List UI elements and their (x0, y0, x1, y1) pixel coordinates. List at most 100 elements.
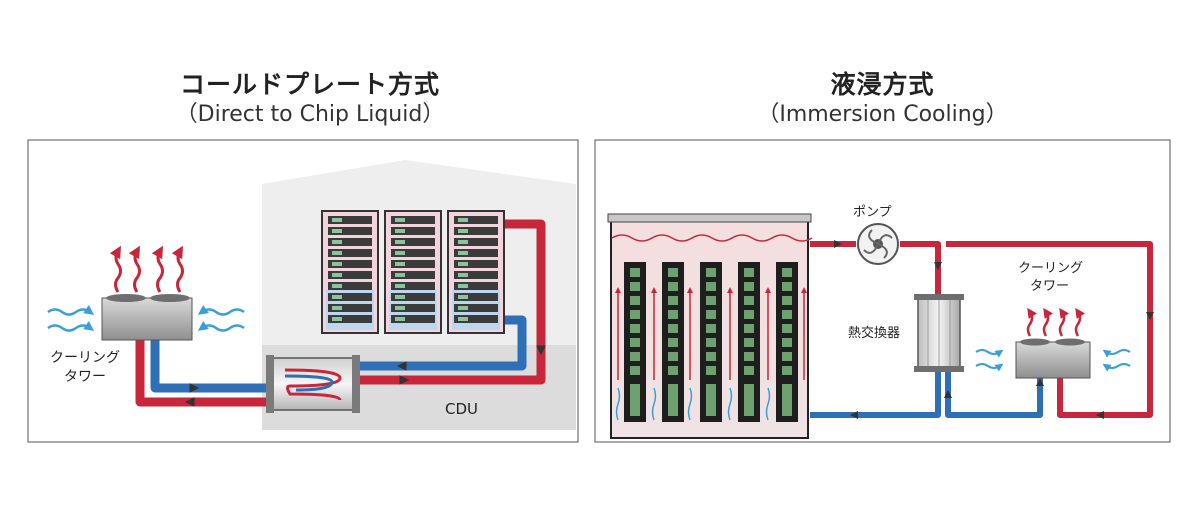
server-unit-led (395, 295, 405, 299)
server-chip (630, 282, 640, 291)
server-chip (668, 384, 678, 416)
server-chip (782, 384, 792, 416)
left-flow-arrows (184, 345, 546, 407)
left-hot-pipe (135, 219, 546, 407)
server-unit (391, 227, 435, 235)
server-unit (454, 249, 498, 257)
server-chip (706, 268, 716, 277)
server-chip (782, 366, 792, 375)
server-chip (744, 338, 754, 347)
left-air-intake-waves (47, 305, 245, 332)
server-chip (706, 384, 716, 416)
cdu-label: CDU (445, 400, 478, 418)
left-cooling-tower-label-line2: タワー (64, 369, 106, 385)
server-unit (328, 216, 372, 224)
server-chip (782, 282, 792, 291)
server-unit (391, 238, 435, 246)
server-chip (630, 296, 640, 305)
heat-exchanger-label: 熱交換器 (848, 325, 900, 341)
server-unit (328, 304, 372, 312)
server-chip (706, 366, 716, 375)
server-unit-led (395, 284, 405, 288)
left-hot-air-arrows (109, 245, 184, 293)
server-unit-led (395, 251, 405, 255)
server-chip (706, 296, 716, 305)
server-unit-led (458, 284, 468, 288)
server-unit (328, 293, 372, 301)
server-unit-led (458, 229, 468, 233)
server-unit (328, 260, 372, 268)
server-chip (630, 324, 640, 333)
right-hot-pipe (810, 241, 1153, 418)
server-unit-led (332, 251, 342, 255)
server-unit (454, 293, 498, 301)
left-panel-title: コールドプレート方式 (179, 70, 440, 99)
server-chip (744, 324, 754, 333)
server-chip (744, 366, 754, 375)
server-chip (668, 268, 678, 277)
cdu-unit (266, 355, 360, 413)
right-flow-arrows (834, 240, 1154, 419)
left-panel-subtitle: （Direct to Chip Liquid） (175, 102, 445, 127)
right-cooling-tower (1015, 338, 1091, 379)
server-unit (454, 282, 498, 290)
server-chip (630, 352, 640, 361)
left-cooling-tower (101, 294, 193, 341)
server-unit-led (458, 262, 468, 266)
server-unit-led (395, 229, 405, 233)
server-unit (328, 271, 372, 279)
server-unit-led (332, 240, 342, 244)
server-unit-led (395, 317, 405, 321)
tank-hot-flow-lines (615, 287, 807, 380)
server-chip (668, 366, 678, 375)
server-unit-led (458, 295, 468, 299)
server-unit-led (395, 240, 405, 244)
server-unit (454, 216, 498, 224)
server-chip (706, 282, 716, 291)
server-unit (328, 282, 372, 290)
server-unit-led (332, 284, 342, 288)
server-unit-led (332, 262, 342, 266)
server-chip (706, 338, 716, 347)
heat-exchanger (914, 294, 964, 372)
right-panel-subtitle: （Immersion Cooling） (757, 102, 1008, 127)
right-air-intake-waves (975, 349, 1131, 372)
pump-label: ポンプ (853, 205, 892, 220)
server-chip (744, 282, 754, 291)
server-chip (744, 352, 754, 361)
server-unit (328, 315, 372, 323)
left-cooling-tower-label-line1: クーリング (50, 350, 120, 366)
server-unit-led (332, 306, 342, 310)
server-chip (630, 384, 640, 416)
server-unit-led (332, 317, 342, 321)
server-unit-led (458, 240, 468, 244)
server-unit (454, 304, 498, 312)
server-chip (668, 352, 678, 361)
left-cold-pipe (150, 315, 527, 393)
server-chip (744, 268, 754, 277)
server-chip (630, 366, 640, 375)
server-chip (668, 310, 678, 319)
server-unit-led (332, 218, 342, 222)
server-chip (706, 310, 716, 319)
server-chip (668, 282, 678, 291)
tank-cold-flow-lines (615, 387, 771, 421)
server-unit-led (458, 218, 468, 222)
server-unit-led (395, 273, 405, 277)
server-chip (744, 296, 754, 305)
server-chip (782, 268, 792, 277)
server-chip (630, 268, 640, 277)
server-chip (782, 296, 792, 305)
server-unit (391, 249, 435, 257)
immersion-tank (607, 213, 813, 439)
pump (857, 223, 899, 265)
server-chip (668, 296, 678, 305)
right-panel: ポンプ 熱交換器 クーリング タワ (594, 139, 1171, 443)
server-unit (391, 304, 435, 312)
right-hot-air-arrows (1026, 307, 1085, 337)
right-panel-title: 液浸方式 (830, 70, 935, 99)
server-chip (668, 324, 678, 333)
left-panel: CDU (27, 139, 579, 443)
server-unit-led (458, 251, 468, 255)
server-chip (782, 338, 792, 347)
